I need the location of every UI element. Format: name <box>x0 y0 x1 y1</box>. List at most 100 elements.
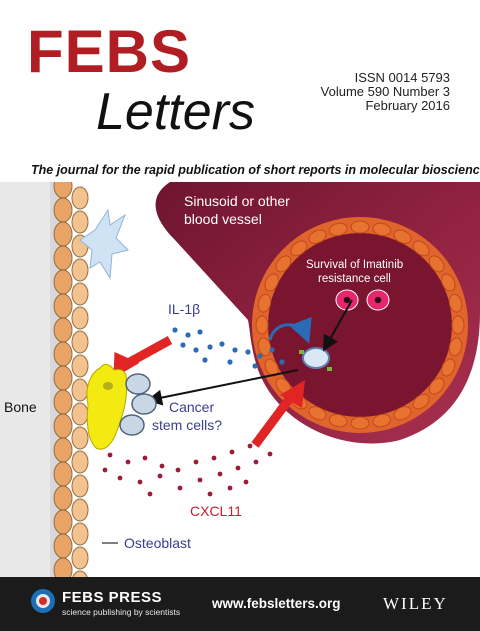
cxcl11-dot <box>235 465 241 471</box>
vessel-label-2: blood vessel <box>184 211 262 227</box>
osteoblast-label: Osteoblast <box>124 535 191 551</box>
cxcl11-dot <box>267 451 273 457</box>
cxcl11-dot <box>197 477 203 483</box>
survival-label-2: resistance cell <box>318 273 391 285</box>
red-arrow-cxcl11 <box>251 380 305 448</box>
cxcl11-dot <box>142 455 148 461</box>
endothelial-cell <box>451 315 465 335</box>
il1b-dot <box>269 347 275 353</box>
cancer-label-1: Cancer <box>169 399 214 415</box>
curved-arrow-icon <box>268 316 312 344</box>
osteoblast-cell <box>53 485 73 511</box>
il1b-molecules <box>172 327 285 369</box>
osteoblast-cell <box>53 341 73 367</box>
cxcl11-dot <box>137 479 143 485</box>
osteoblast-cell <box>72 570 88 577</box>
endothelial-cell <box>428 255 445 273</box>
il1b-dot <box>180 342 186 348</box>
cxcl11-dot <box>175 467 181 473</box>
cxcl11-dot <box>159 463 165 469</box>
osteoblast-cell <box>53 509 73 535</box>
osteoblast-cell <box>53 317 73 343</box>
osteoblast-cell <box>53 365 73 391</box>
cxcl11-dot <box>107 452 113 458</box>
cxcl11-molecules <box>102 443 273 497</box>
osteoblast-cell <box>71 258 89 282</box>
endothelial-cell <box>264 273 279 292</box>
osteoblast-cell <box>71 522 89 546</box>
endothelial-cell <box>428 377 445 395</box>
cancer-stem-cells <box>119 373 157 436</box>
cxcl11-dot <box>217 471 223 477</box>
endothelial-cell <box>441 358 456 377</box>
cxcl11-label: CXCL11 <box>190 503 242 519</box>
il1b-dot <box>279 359 285 365</box>
stromal-cell <box>79 208 129 280</box>
cxcl11-dot <box>253 459 259 465</box>
cxcl11-dot <box>247 443 253 449</box>
osteoblast-cell <box>71 402 89 426</box>
il1b-dot <box>219 341 225 347</box>
il1b-dot <box>197 329 203 335</box>
il1b-dot <box>185 332 191 338</box>
endothelial-cell <box>372 413 392 428</box>
osteoblast-cell <box>71 474 89 498</box>
endothelial-cell <box>372 222 392 237</box>
bone-label: Bone <box>4 399 37 415</box>
il1b-dot <box>227 359 233 365</box>
il1b-dot <box>245 349 251 355</box>
osteoblast-cell <box>53 533 73 559</box>
niche-cell <box>86 363 127 450</box>
il1b-dot <box>232 347 238 353</box>
blood-vessel <box>155 182 480 444</box>
endothelial-cell <box>328 413 348 428</box>
osteoblast-cell <box>71 426 89 450</box>
osteoblast-cell <box>71 306 89 330</box>
bone-region <box>0 182 58 577</box>
cxcl11-dot <box>227 485 233 491</box>
osteoblast-cell <box>53 461 73 487</box>
osteoblast-cell <box>71 330 89 354</box>
il1b-dot <box>172 327 178 333</box>
press-tagline: science publishing by scientists <box>62 607 181 617</box>
arrow-icon <box>323 299 353 352</box>
endothelial-cell <box>441 273 456 292</box>
osteoblast-cell <box>71 354 89 378</box>
website-link[interactable]: www.febsletters.org <box>212 596 341 611</box>
cxcl11-dot <box>157 473 163 479</box>
cxcl11-dot <box>177 485 183 491</box>
cxcl11-dot <box>147 491 153 497</box>
cxcl11-dot <box>125 459 131 465</box>
issn-text: ISSN 0014 5793 <box>354 70 450 85</box>
endothelial-cell <box>264 358 279 377</box>
endothelial-cell <box>393 229 412 244</box>
il1b-dot <box>207 344 213 350</box>
endothelial-cell <box>290 240 308 257</box>
endothelial-cell <box>308 229 327 244</box>
cxcl11-dot <box>102 467 108 473</box>
osteoblast-column <box>53 182 89 577</box>
journal-tagline: The journal for the rapid publication of… <box>31 163 480 177</box>
osteoblast-cell <box>53 245 73 271</box>
osteoblast-cell <box>53 293 73 319</box>
cxcl11-dot <box>207 491 213 497</box>
osteoblast-cell <box>71 378 89 402</box>
vessel-label-1: Sinusoid or other <box>184 193 290 209</box>
osteoblast-cell <box>71 450 89 474</box>
il1b-dot <box>202 357 208 363</box>
circulating-stem-cell <box>299 347 332 371</box>
il1b-dot <box>252 363 258 369</box>
cxcl11-dot <box>117 475 123 481</box>
osteoblast-cell <box>53 437 73 463</box>
endothelial-cell <box>350 220 370 234</box>
survival-label-1: Survival of Imatinib <box>306 259 403 271</box>
endothelial-cell <box>350 416 370 430</box>
cxcl11-dot <box>193 459 199 465</box>
osteoblast-cell <box>53 557 73 577</box>
endothelial-cell <box>328 222 348 237</box>
endothelial-cell <box>448 337 463 357</box>
arrow-icon <box>146 369 299 406</box>
endothelial-cell <box>257 293 272 313</box>
il1b-dot <box>193 347 199 353</box>
endothelial-cell <box>393 406 412 421</box>
